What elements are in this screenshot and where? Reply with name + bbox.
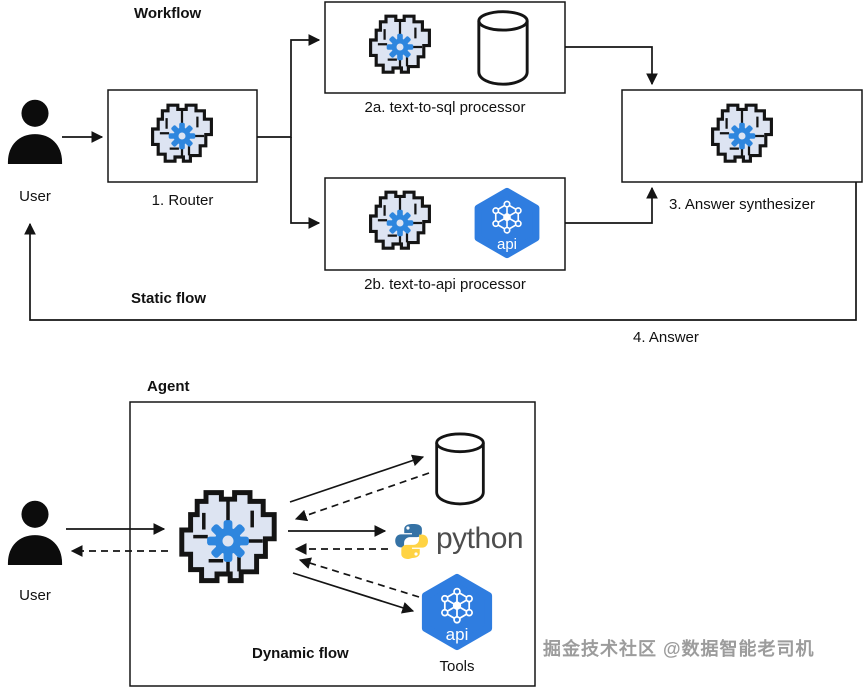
database-cylinder-icon <box>477 10 529 86</box>
arrow-agent-to-api <box>292 572 415 614</box>
arrow-sql-to-synthesizer <box>565 46 658 86</box>
arrow-api-to-agent-dashed <box>298 557 420 598</box>
arrow-router-to-sql <box>257 34 321 138</box>
api-badge-text: api <box>497 236 517 253</box>
text-to-sql-box <box>324 1 566 94</box>
watermark-text: 掘金技术社区 @数据智能老司机 <box>543 639 815 659</box>
user-icon <box>7 99 63 165</box>
arrow-agent-to-database <box>289 454 425 503</box>
router-label: 1. Router <box>151 192 214 209</box>
text-to-api-label: 2b. text-to-api processor <box>364 276 526 293</box>
answer-synthesizer-label: 3. Answer synthesizer <box>669 196 815 213</box>
api-badge-text-tools: api <box>446 625 469 644</box>
database-cylinder-icon-tools <box>435 432 485 506</box>
agent-title: Agent <box>147 378 190 395</box>
user-label: User <box>19 188 51 205</box>
tools-label: Tools <box>439 658 475 675</box>
static-flow-label: Static flow <box>131 290 207 307</box>
arrow-answer-to-user <box>24 182 857 321</box>
arrow-router-to-api <box>290 137 321 229</box>
user-label-agent: User <box>19 587 51 604</box>
answer-label: 4. Answer <box>633 329 699 346</box>
arrow-api-to-synthesizer <box>565 186 658 224</box>
workflow-title: Workflow <box>134 5 202 22</box>
dynamic-flow-label: Dynamic flow <box>252 645 349 662</box>
python-wordmark: python <box>436 522 524 555</box>
text-to-sql-label: 2a. text-to-sql processor <box>364 99 526 116</box>
user-icon-agent <box>7 500 63 566</box>
